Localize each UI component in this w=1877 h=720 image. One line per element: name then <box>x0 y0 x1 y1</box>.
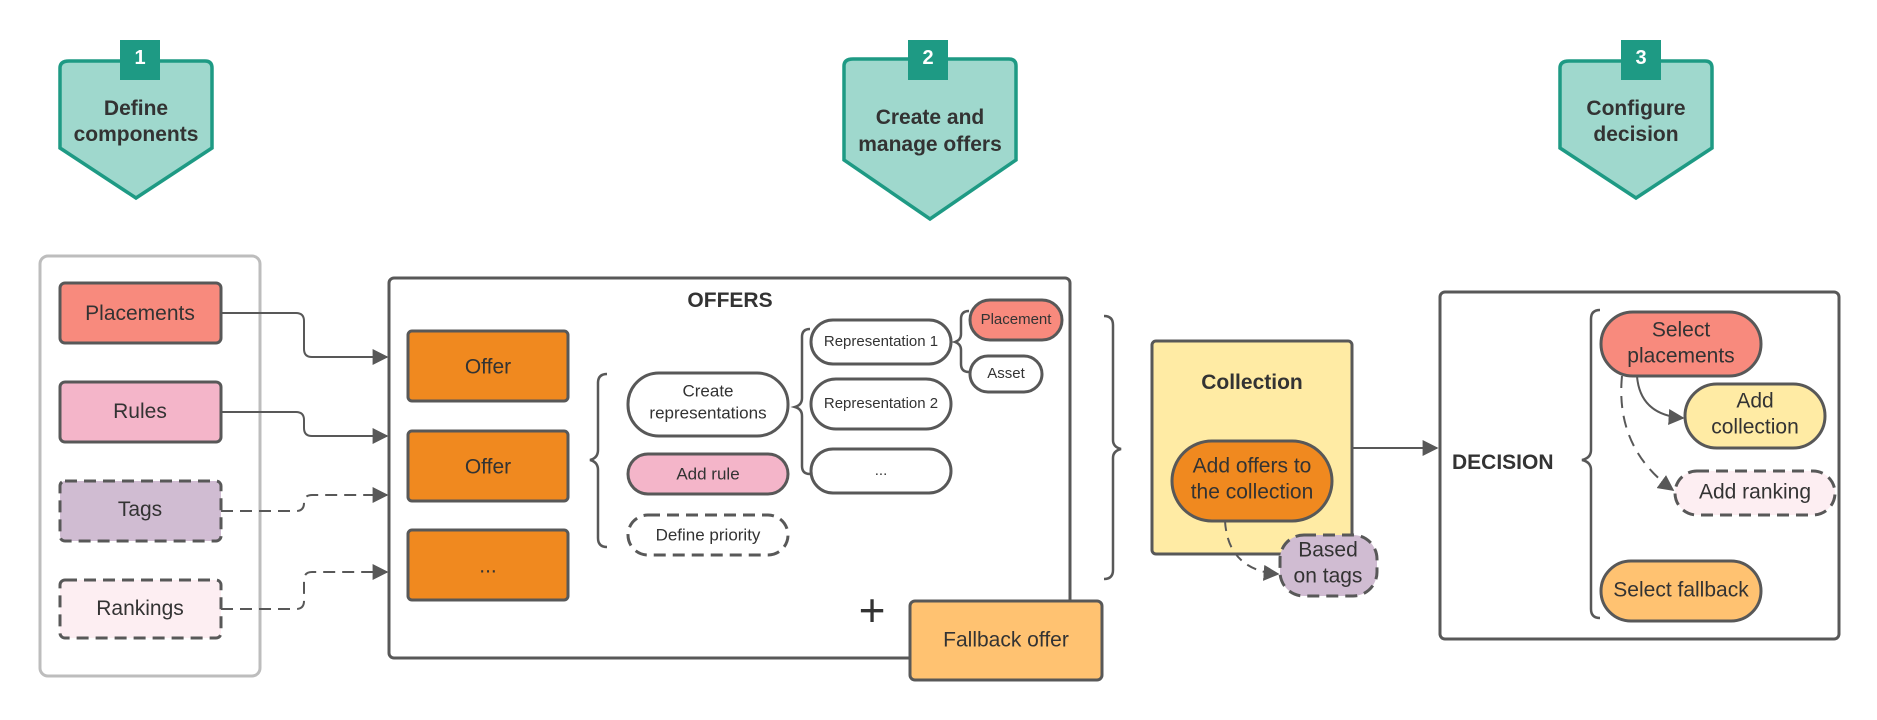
representation-1-label: Representation 1 <box>824 333 938 350</box>
step-1-marker: 1 Define components <box>58 40 214 201</box>
decision-container <box>1438 290 1841 641</box>
step-1-label-line-1: Define <box>104 97 168 120</box>
step-2-label-line-1: Create and <box>876 106 985 129</box>
rules-label: Rules <box>113 400 167 423</box>
step-2-label-line-2: manage offers <box>858 133 1002 156</box>
based-on-tags-label-line-1: Based <box>1298 539 1358 562</box>
define-priority-pill <box>626 513 790 557</box>
step-2-marker: 2 Create and manage offers <box>842 40 1018 222</box>
tags-box <box>58 479 223 543</box>
add-collection-label-line-1: Add <box>1736 390 1773 413</box>
decision-title: DECISION <box>1452 451 1554 474</box>
asset-label: Asset <box>987 365 1025 382</box>
asset-pill <box>968 354 1044 394</box>
placements-to-collection-connector <box>1636 375 1685 425</box>
add-offers-label-line-1: Add offers to <box>1193 455 1312 478</box>
fallback-offer-label: Fallback offer <box>943 629 1069 652</box>
offer-box-1 <box>406 329 570 403</box>
step-1-label-line-2: components <box>74 123 199 146</box>
select-placements-pill <box>1599 310 1763 378</box>
rankings-label: Rankings <box>96 597 184 620</box>
based-on-tags-pill <box>1278 533 1379 598</box>
placements-label: Placements <box>85 302 195 325</box>
define-priority-label: Define priority <box>656 525 761 544</box>
representation-more-pill <box>809 447 953 495</box>
offer-box-2-label: Offer <box>465 456 511 479</box>
representation-1-pill <box>809 318 953 366</box>
offers-title: OFFERS <box>687 289 772 312</box>
select-fallback-label: Select fallback <box>1613 579 1749 602</box>
step-3-number: 3 <box>1635 47 1646 69</box>
offers-closing-brace <box>1103 314 1122 581</box>
collection-title: Collection <box>1201 371 1303 394</box>
select-fallback-pill <box>1599 559 1763 623</box>
representation-2-label: Representation 2 <box>824 395 938 412</box>
decision-brace <box>1581 308 1601 620</box>
placement-pill <box>968 298 1064 342</box>
add-collection-label-line-2: collection <box>1711 416 1799 439</box>
create-representations-label-line-2: representations <box>649 403 766 422</box>
placements-to-offers-connector <box>221 312 389 365</box>
add-offers-pill <box>1170 439 1334 523</box>
rankings-to-offers-connector <box>221 564 389 610</box>
based-on-tags-label-line-2: on tags <box>1294 565 1363 588</box>
select-placements-label-line-1: Select <box>1652 319 1711 342</box>
representation-more-label: ... <box>875 462 888 479</box>
fallback-offer-box <box>908 599 1104 682</box>
offer-box-more <box>406 528 570 602</box>
add-rule-label: Add rule <box>676 464 739 483</box>
representation-2-pill <box>809 377 953 431</box>
step-3-marker: 3 Configure decision <box>1558 40 1714 201</box>
create-representations-pill <box>626 371 790 438</box>
step-3-label-line-2: decision <box>1593 123 1678 146</box>
add-ranking-label: Add ranking <box>1699 481 1811 504</box>
tags-to-offers-connector <box>221 487 389 512</box>
add-offers-label-line-2: the collection <box>1191 481 1314 504</box>
placement-label: Placement <box>981 311 1053 328</box>
create-representations-label-line-1: Create <box>682 381 733 400</box>
add-collection-pill <box>1683 382 1827 450</box>
rules-to-offers-connector <box>221 411 389 444</box>
components-panel <box>38 254 262 678</box>
offer-box-more-label: ... <box>479 555 497 578</box>
placements-to-ranking-connector <box>1620 375 1675 491</box>
representations-brace <box>790 327 811 476</box>
offer-box-1-label: Offer <box>465 356 511 379</box>
step-1-number: 1 <box>134 47 145 69</box>
offers-container <box>387 276 1072 660</box>
add-rule-pill <box>626 452 790 496</box>
step-3-label-line-1: Configure <box>1586 97 1685 120</box>
select-placements-label-line-2: placements <box>1627 345 1734 368</box>
add-ranking-pill <box>1673 469 1837 517</box>
collection-to-tags-connector <box>1224 520 1280 581</box>
offer-actions-brace <box>589 372 608 549</box>
plus-symbol: + <box>859 584 886 636</box>
step-2-number: 2 <box>922 47 933 69</box>
offer-box-2 <box>406 429 570 503</box>
tags-label: Tags <box>118 498 162 521</box>
representation-detail-brace <box>951 309 970 374</box>
